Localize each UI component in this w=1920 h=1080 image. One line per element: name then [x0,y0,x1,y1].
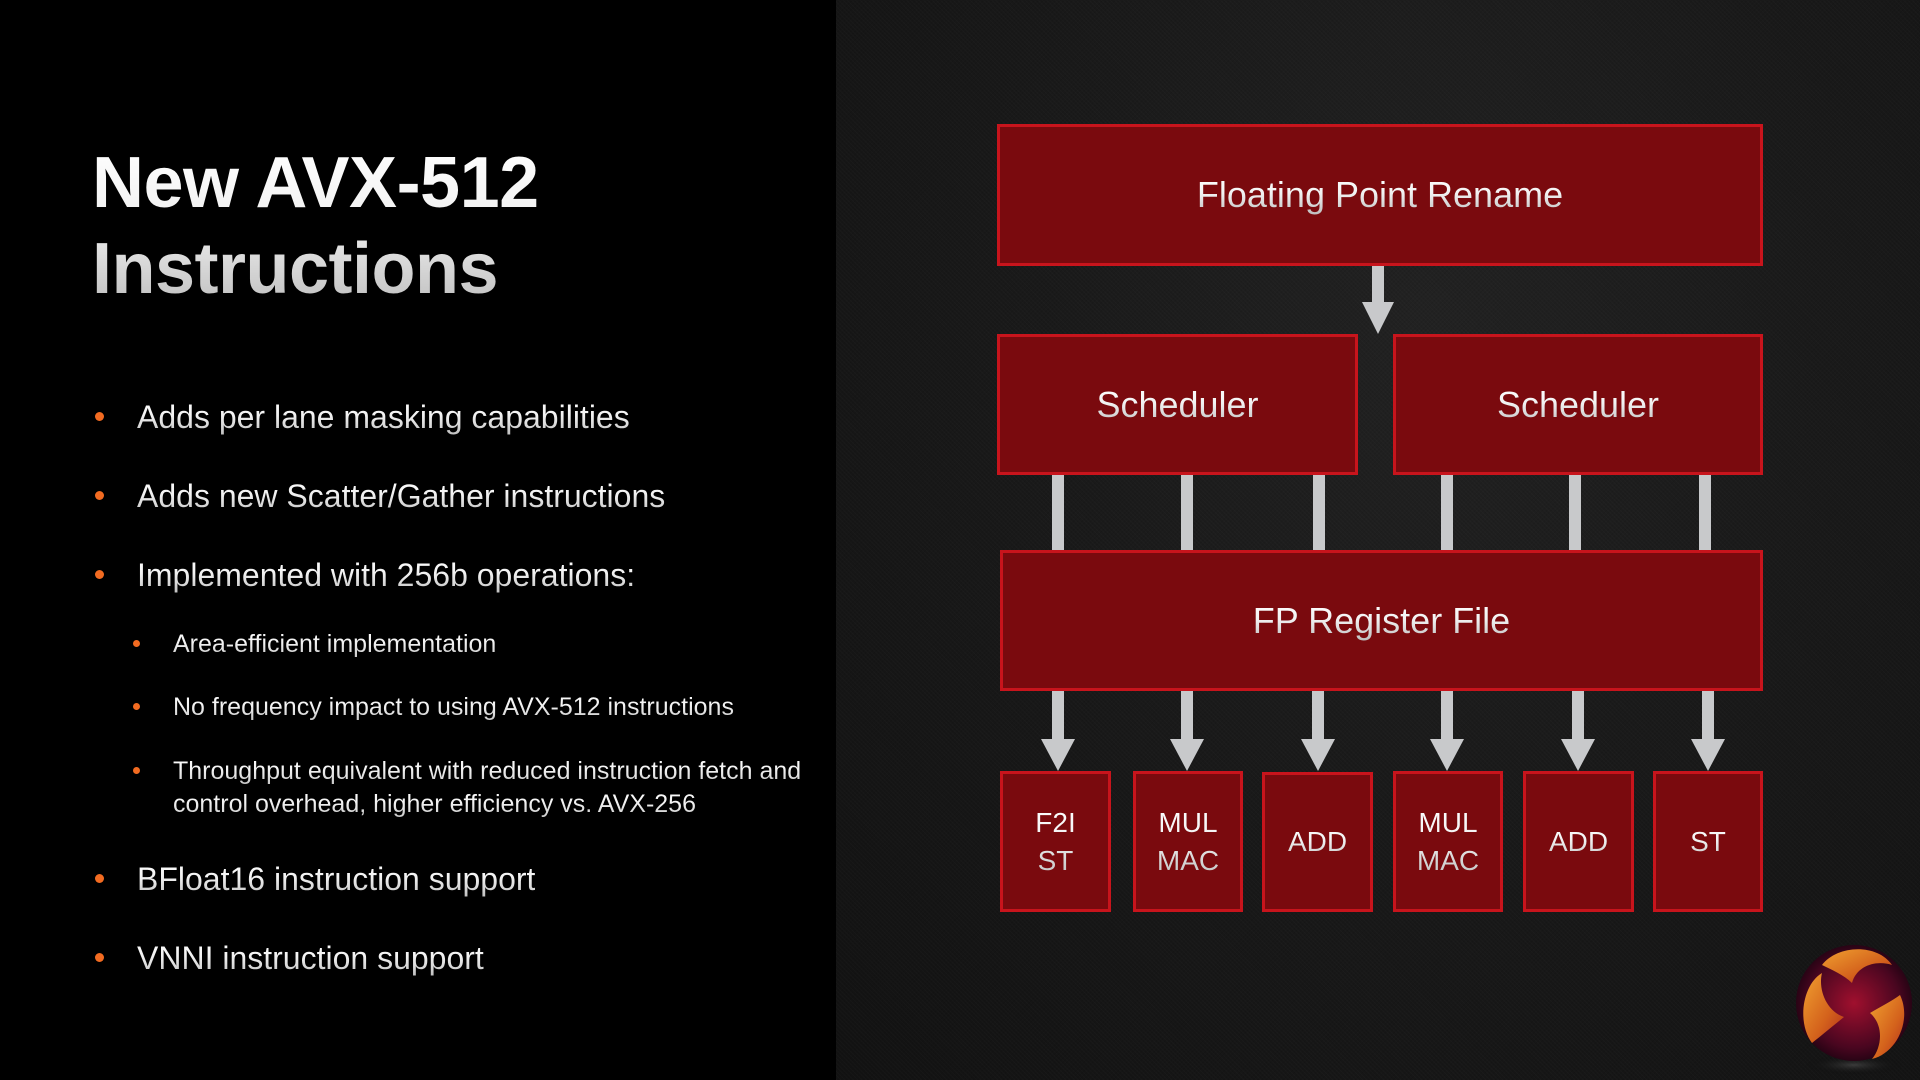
fp-register-file-block: FP Register File [1000,550,1763,691]
bullet-dot-icon [95,953,104,962]
block-label: Scheduler [1496,383,1660,425]
bullet-item: Adds per lane masking capabilities [95,398,630,436]
bullet-dot-icon [95,874,104,883]
unit-label: ADD [1549,823,1608,861]
bullet-text: BFloat16 instruction support [137,861,536,897]
unit-label: F2I ST [1035,804,1075,880]
scheduler-block-right: Scheduler [1393,334,1763,475]
execution-unit-add: ADD [1262,772,1373,912]
triskelion-sphere-logo-icon [1796,945,1912,1075]
bullet-text: VNNI instruction support [137,940,484,976]
connector-bar [1313,475,1325,550]
block-label: Scheduler [1096,383,1259,425]
bullet-text-line-2: control overhead, higher efficiency vs. … [173,788,801,821]
bullet-list: Adds per lane masking capabilities Adds … [0,0,836,1080]
bullet-text: Area-efficient implementation [173,628,496,661]
unit-label: ADD [1288,823,1347,861]
execution-unit-mul-mac: MUL MAC [1133,771,1243,912]
bullet-text: Adds new Scatter/Gather instructions [137,478,666,514]
bullet-text: No frequency impact to using AVX-512 ins… [173,691,734,724]
bullet-text: Implemented with 256b operations: [137,557,636,593]
connector-bar [1052,475,1064,550]
down-arrow-icon [1691,691,1725,771]
scheduler-block-left: Scheduler [997,334,1358,475]
bullet-text: Adds per lane masking capabilities [137,399,630,435]
block-label: FP Register File [1252,599,1511,641]
bullet-dot-icon [133,703,140,710]
unit-label: ST [1690,823,1726,861]
bullet-dot-icon [133,640,140,647]
execution-unit-st: ST [1653,771,1763,912]
bullet-item: VNNI instruction support [95,939,484,977]
unit-label: MUL MAC [1417,804,1479,880]
connector-bar [1699,475,1711,550]
bullet-dot-icon [95,412,104,421]
fp-rename-block: Floating Point Rename [997,124,1763,266]
connector-bar [1181,475,1193,550]
execution-unit-f2i-st: F2I ST [1000,771,1111,912]
bullet-item: BFloat16 instruction support [95,860,536,898]
down-arrow-icon [1301,691,1335,771]
bullet-dot-icon [133,767,140,774]
sub-bullet-item: Area-efficient implementation [133,628,496,661]
bullet-item: Adds new Scatter/Gather instructions [95,477,666,515]
down-arrow-icon [1561,691,1595,771]
left-panel [0,0,836,1080]
connector-bar [1441,475,1453,550]
execution-unit-mul-mac: MUL MAC [1393,771,1503,912]
connector-bar [1569,475,1581,550]
block-label: Floating Point Rename [1196,174,1564,215]
bullet-dot-icon [95,491,104,500]
down-arrow-icon [1041,691,1075,771]
down-arrow-icon [1170,691,1204,771]
bullet-item: Implemented with 256b operations: [95,556,636,594]
down-arrow-icon [1362,266,1394,334]
bullet-dot-icon [95,570,104,579]
bullet-text-line-1: Throughput equivalent with reduced instr… [173,755,801,788]
sub-bullet-item: Throughput equivalent with reduced instr… [133,755,801,821]
down-arrow-icon [1430,691,1464,771]
sub-bullet-item: No frequency impact to using AVX-512 ins… [133,691,734,724]
execution-unit-add: ADD [1523,771,1634,912]
unit-label: MUL MAC [1157,804,1219,880]
